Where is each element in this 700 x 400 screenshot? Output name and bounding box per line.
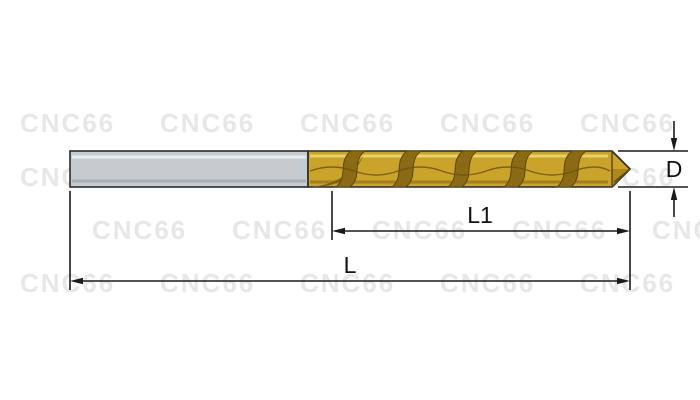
- watermark-text: CNC66: [580, 108, 676, 138]
- dim-d-arrow-down: [670, 138, 678, 151]
- watermark-text: CNC66: [300, 268, 396, 298]
- watermark-text: CNC66: [160, 108, 256, 138]
- watermark-text: CNC66: [580, 268, 676, 298]
- drill-fluted-section: [307, 150, 631, 188]
- dim-l1-arrow-left: [332, 227, 345, 235]
- watermark-text: CNC66: [300, 108, 396, 138]
- flute-center-line: [309, 166, 611, 176]
- dim-l1-arrow-right: [617, 227, 630, 235]
- dim-diameter-label: D: [666, 156, 683, 182]
- watermark-text: CNC66: [512, 215, 608, 245]
- drill-shank: [69, 150, 309, 188]
- watermark-text: CNC66: [440, 268, 536, 298]
- dim-l-arrow-right: [617, 277, 630, 285]
- dim-flute-length-label: L1: [467, 202, 493, 228]
- dim-d-arrow-up: [670, 187, 678, 200]
- watermark-text: CNC66: [20, 268, 116, 298]
- dimension-diameter: D: [618, 121, 688, 217]
- watermark-text: CNC66: [20, 108, 116, 138]
- drill-bit: [69, 150, 631, 188]
- watermark-text: CNC66: [232, 215, 328, 245]
- dim-overall-length-label: L: [344, 252, 357, 278]
- dim-l-arrow-left: [70, 277, 83, 285]
- dimension-overall-length: L: [69, 191, 631, 290]
- dimension-flute-length: L1: [331, 191, 630, 240]
- watermark-text: CNC66: [652, 215, 700, 245]
- watermark-text: CNC66: [92, 215, 188, 245]
- watermark-text: CNC66: [440, 108, 536, 138]
- watermark-text: CNC66: [372, 215, 468, 245]
- watermark-text: CNC66: [160, 268, 256, 298]
- drill-point: [611, 151, 631, 187]
